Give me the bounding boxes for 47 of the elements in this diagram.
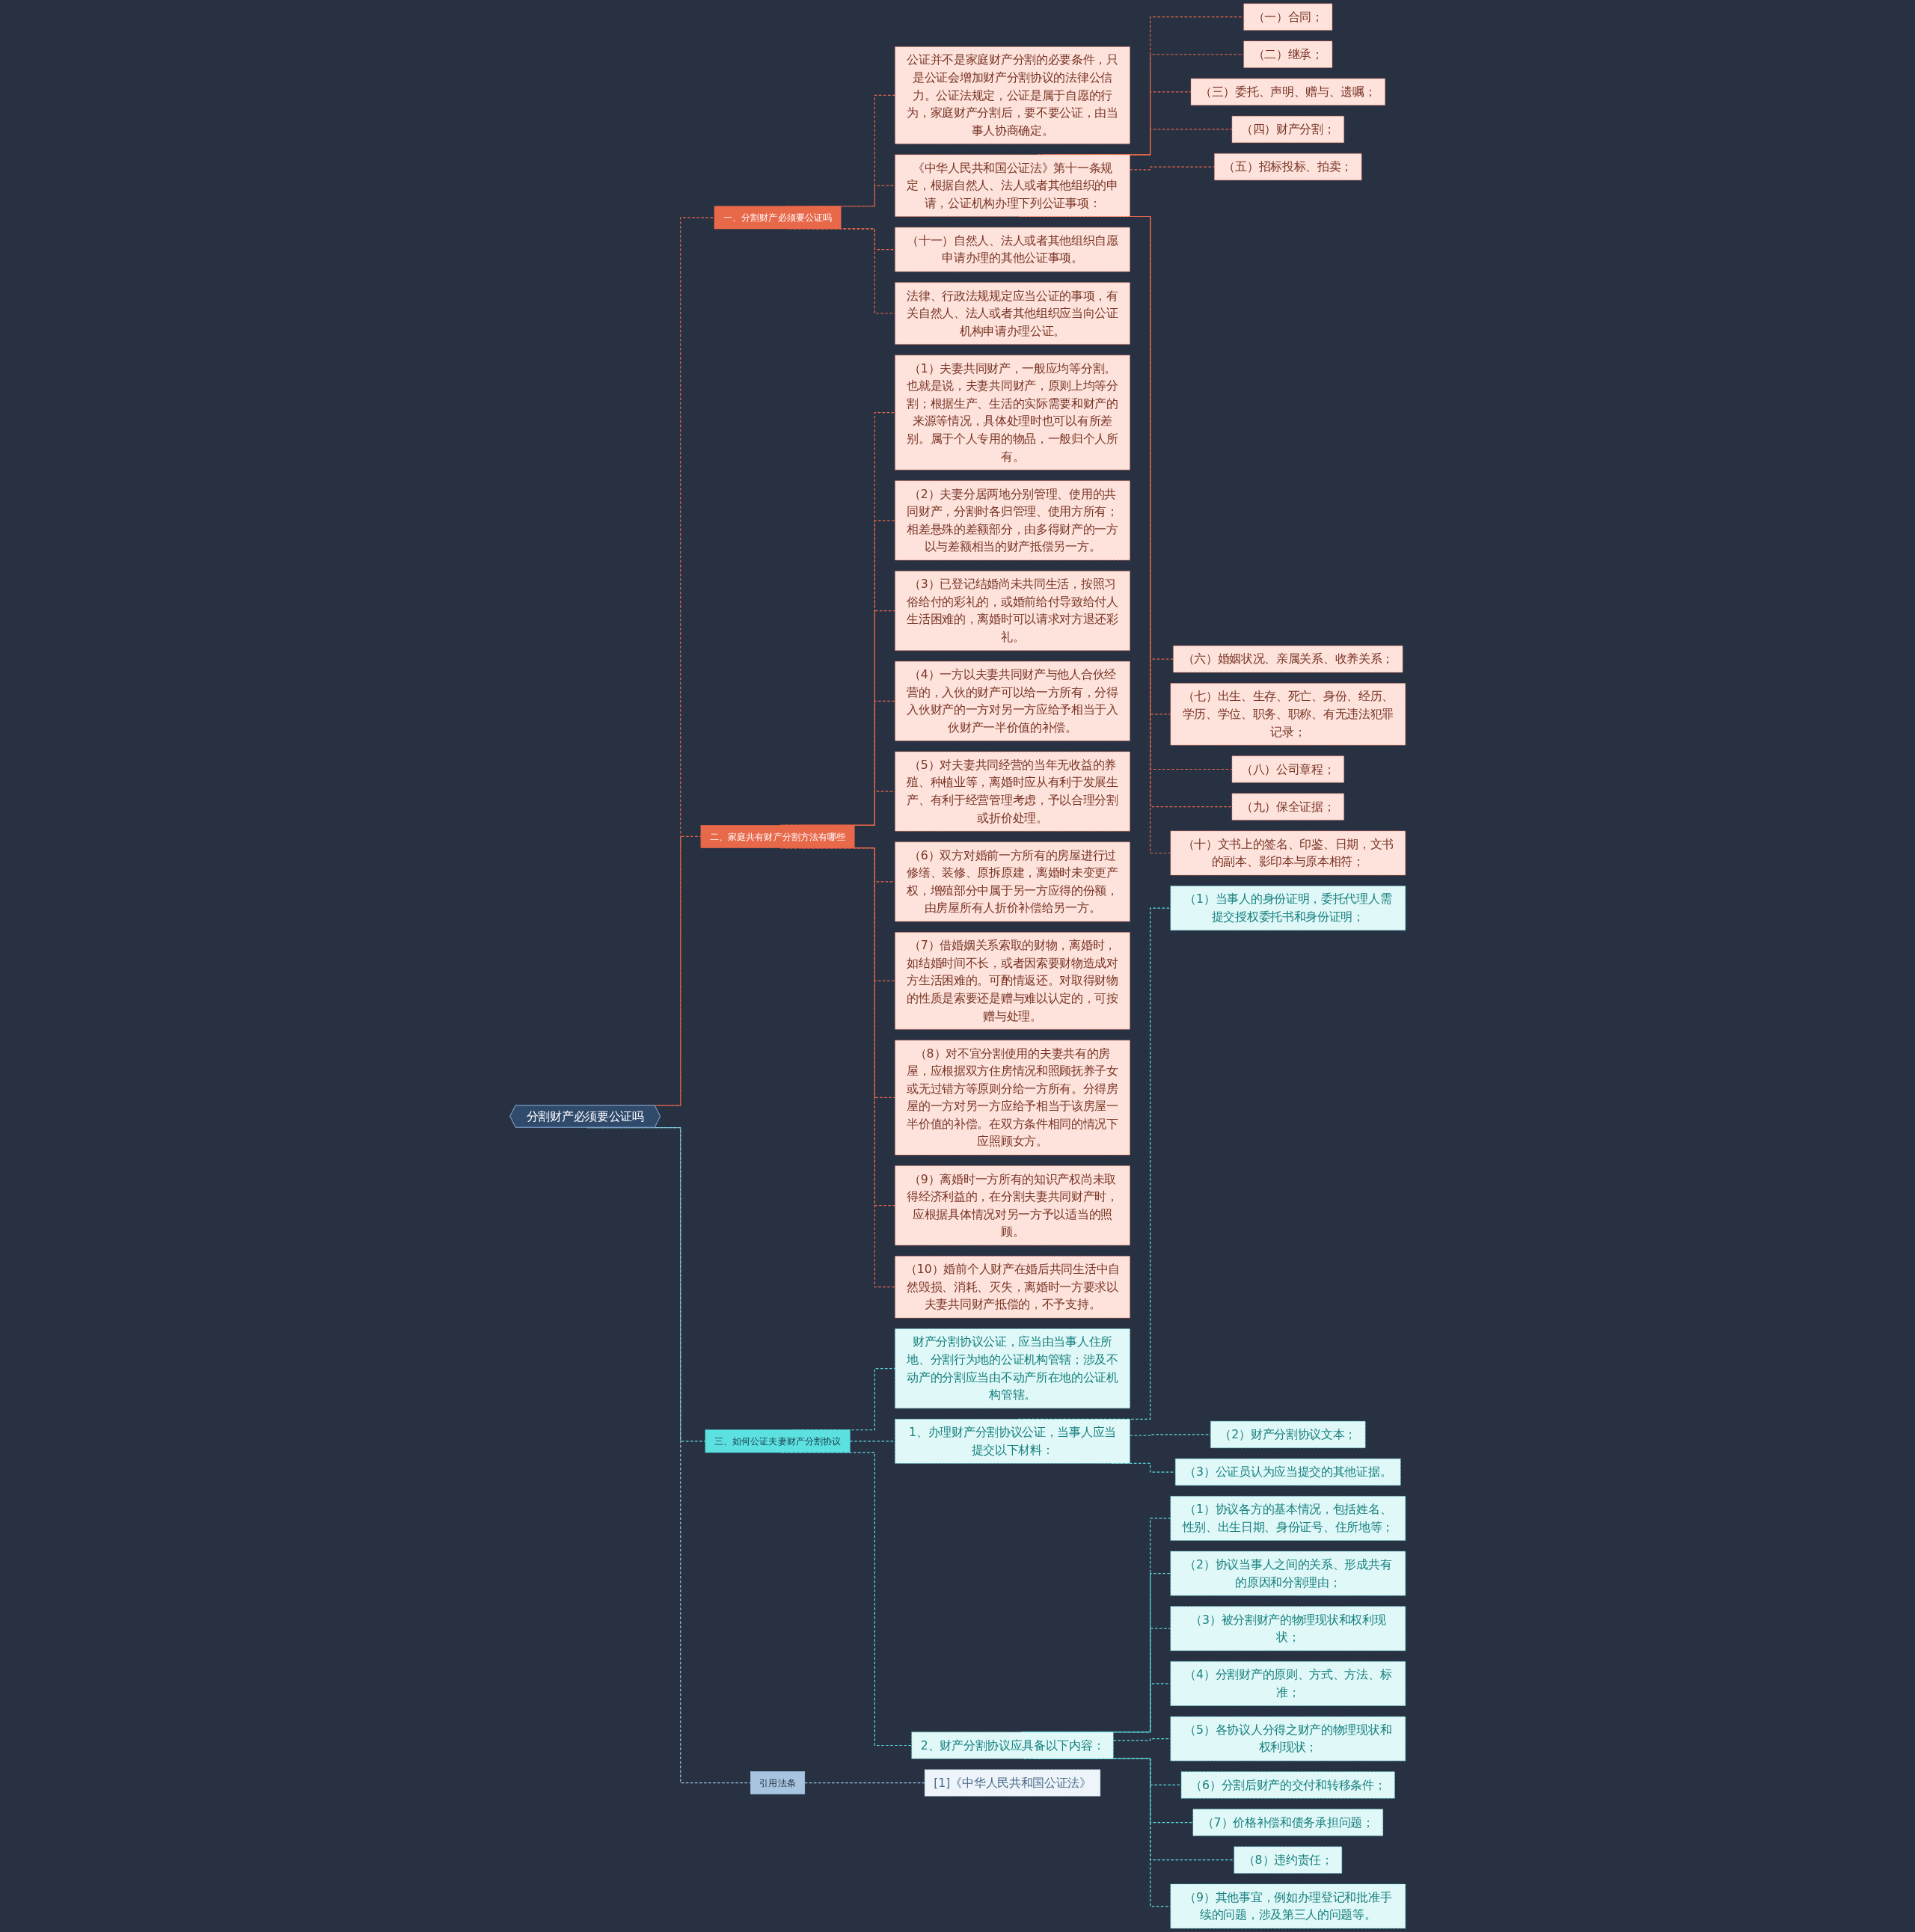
node-box [894, 355, 1130, 470]
node-box [894, 1040, 1130, 1156]
node-box [924, 1769, 1100, 1797]
node-box [894, 154, 1130, 217]
node-box [1170, 830, 1406, 876]
node-box [1170, 1606, 1406, 1652]
node-box [894, 480, 1130, 561]
node-box [1172, 645, 1403, 673]
node-box [1170, 1883, 1406, 1929]
node-box [1170, 886, 1406, 930]
node-box [705, 1429, 851, 1453]
node-box [894, 1419, 1130, 1464]
node-box [1174, 1458, 1401, 1486]
node-box [1180, 1771, 1395, 1799]
node-box [1170, 683, 1406, 746]
node-box [750, 1771, 805, 1794]
node-box [894, 571, 1130, 651]
node-box [1210, 1420, 1366, 1449]
mind-map-diagram: 分割财产必须要公证吗 一、分割财产必须要公证吗 公证并不是家庭财产分割的必要条件，只是公证会增加财产分割协议的法律公信力。公证法规定，公证是属于自愿的行为，家庭财产分割后，要不要公证，由当事人协商确定。 《中华人民共和国公证法》第十一条规定，根据自然人、法人或者其他组织的申请，公证机构办理下列公证事项： （一）合同； （二）继承； （三）委托、声明、赠与、遗嘱； （四）财产分割； （五）招标投标、拍卖； （六）婚姻状况、亲属关系、收养关系； （七）出生、生存、死亡、身份、经历、学历、学位、职务、职称、有无违法犯罪记录； （八）公司章程； （九）保全证据； （十）文书上的签名、印鉴、日期，文书的副本、影印本与原本相符； （十一）自然人、法人或者其他组织自愿申请办理的其他公证事项。 法律、行政法规规定应当公证的事项，有关自然人、法人或者其他组织应当向公证机构申请办理公证。 二、家庭共有财产分割方法有哪些 （1）夫妻共同财产，一般应均等分割。也就是说，夫妻共同财产，原则上均等分割；根据生产、生活的实际需要和财产的来源等情况，具体处理时也可以有所差别。属于个人专用的物品，一般归个人所有。 （2）夫妻分居两地分别管理、使用的共同财产，分割时各归管理、使用方所有；相差悬殊的差额部分，由多得财产的一方以与差额相当的财产抵偿另一方。 （3）已登记结婚尚未共同生活，按照习俗给付的彩礼的，或婚前给付导致给付人生活困难的，离婚时可以请求对方退还彩礼。 （4）一方以夫妻共同财产与他人合伙经营的，入伙的财产可以给一方所有，分得入伙财产的一方对另一方应给予相当于入伙财产一半价值的补偿。 （5）对夫妻共同经营的当年无收益的养殖、种植业等，离婚时应从有利于发展生产、有利于经营管理考虑，予以合理分割或折价处理。 （6）双方对婚前一方所有的房屋进行过修缮、装修、原拆原建，离婚时未变更产权，增殖部分中属于另一方应得的份额，由房屋所有人折价补偿给另一方。 （7）借婚姻关系索取的财物，离婚时，如结婚时间不长，或者因索要财物造成对方生活困难的。可酌情返还。对取得财物的性质是索要还是赠与难以认定的，可按赠与处理。 （8）对不宜分割使用的夫妻共有的房屋，应根据双方住房情况和照顾抚养子女或无过错方等原则分给一方所有。分得房屋的一方对另一方应给予相当于该房屋一半价值的补偿。在双方条件相同的情况下应照顾女方。 （9）离婚时一方所有的知识产权尚未取得经济利益的，在分割夫妻共同财产时，应根据具体情况对另一方予以适当的照顾。 （10）婚前个人财产在婚后共同生活中自然毁损、消耗、灭失，离婚时一方要求以夫妻共同财产抵偿的，不予支持。 三、如何公证夫妻财产分割协议 财产分割协议公证，应当由当事人住所地、分割行为地的公证机构管辖；涉及不动产的分割应当由不动产所在地的公证机构管辖。 1、办理财产分割协议公证，当事人应当提交以下材料： （1）当事人的身份证明，委托代理人需提交授权委托书和身份证明； （2）财产分割协议文本； （3）公证员认为应当提交的其他证据。 2、财产分割协议应具备以下内容： （1）协议各方的基本情况，包括姓名、性别、出生日期、身份证号、住所地等； （2）协议当事人之间的关系、形成共有的原因和分割理由； （3）被分割财产的物理现状和权利现状； （4）分割财产的原则、方式、方法、标准； （5）各协议人分得之财产的物理现状和权利现状； （6）分割后财产的交付和转移条件； （7）价格补偿和债务承担问题； （8）违约责任； （9）其他事宜，例如办理登记和批准手续的问题，涉及第三人的问题等。 引用法条 [1]《中华人民共和国公证法》 [506, 0, 1409, 1932]
node-box [714, 206, 842, 230]
node-box [1231, 755, 1344, 783]
node-box [894, 227, 1130, 272]
node-box [1243, 40, 1332, 68]
node-box [894, 1256, 1130, 1319]
node-box [894, 282, 1130, 345]
node-box [894, 841, 1130, 922]
node-box [1170, 1661, 1406, 1706]
node-box [894, 1165, 1130, 1246]
node-box [1190, 78, 1385, 105]
node-box [911, 1732, 1114, 1759]
node-box [1170, 1496, 1406, 1541]
node-box [894, 46, 1130, 144]
node-box [1234, 1846, 1342, 1874]
connector [849, 1441, 895, 1442]
connector [1129, 166, 1215, 171]
node-box [700, 825, 855, 848]
node-box [1192, 1809, 1383, 1836]
node-box [1243, 3, 1332, 31]
node-box [1231, 793, 1344, 821]
node-box [1170, 1716, 1406, 1761]
node-box [1213, 153, 1362, 181]
node-box [1231, 115, 1344, 144]
node-box [894, 1328, 1130, 1409]
node-box [894, 660, 1130, 741]
node-box [894, 932, 1130, 1030]
node-box [894, 751, 1130, 832]
node-box [1170, 1551, 1406, 1596]
